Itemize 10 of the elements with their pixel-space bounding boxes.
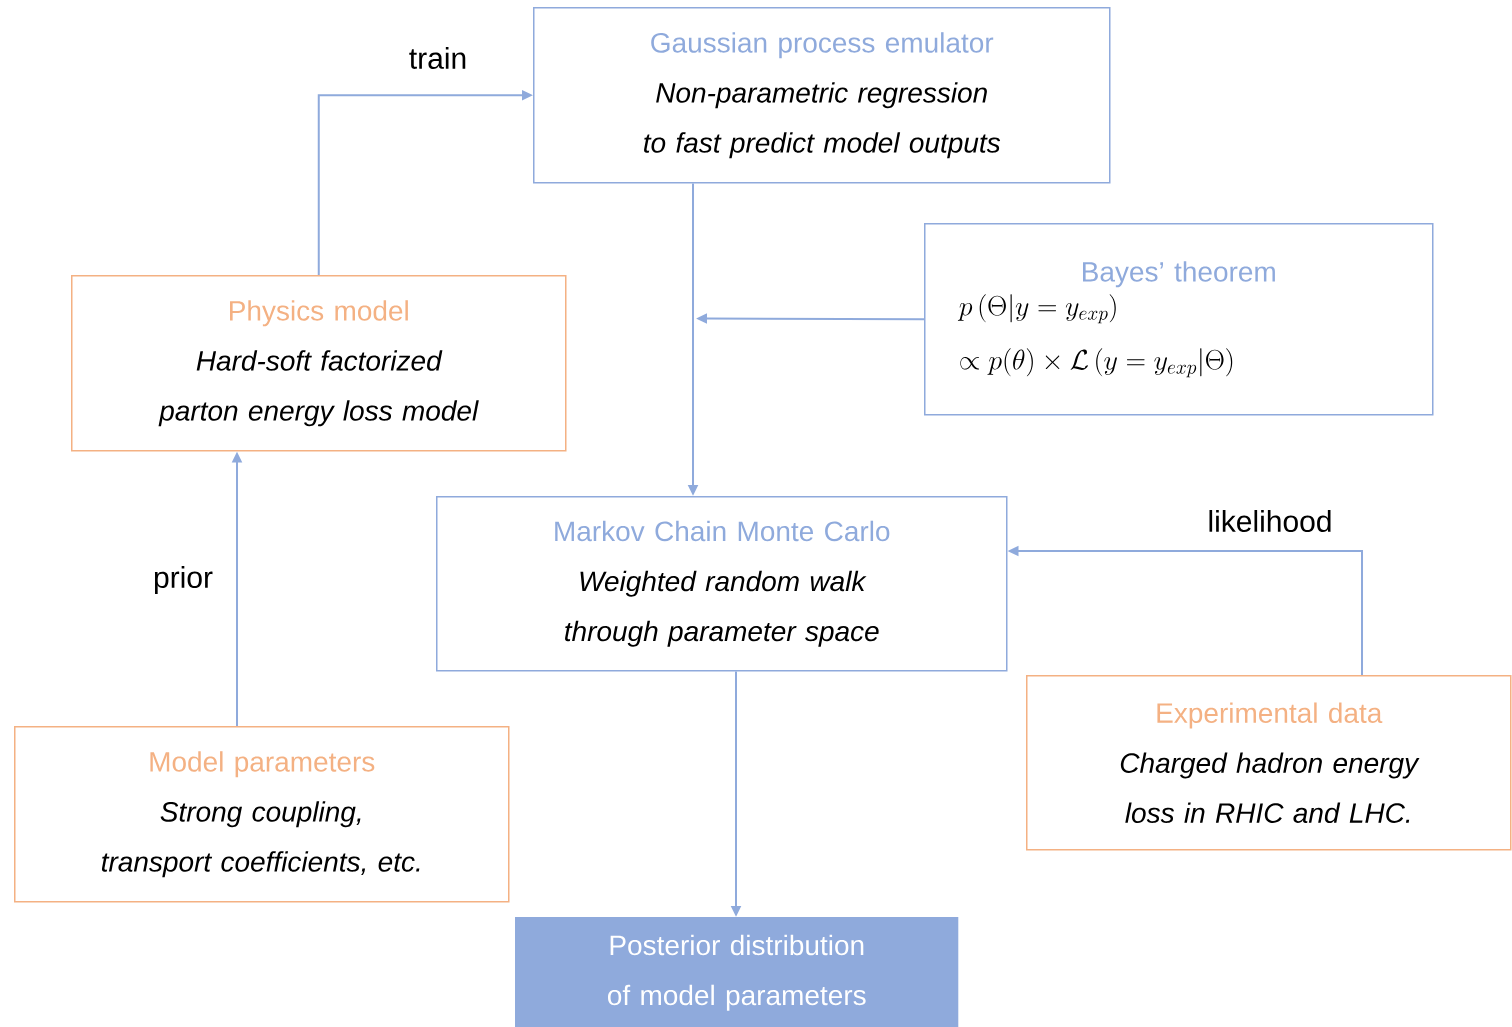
edge-label: prior — [151, 564, 215, 596]
process-box: Bayes’ theorem $p\left(\Theta|y=y_{exp}\right)$ $\propto p(\theta)\times\mathcal{L}\left(y=y_{exp}|\Theta\right)$ — [924, 223, 1434, 416]
process-box: Markov Chain Monte Carlo Weighted random walk through parameter space — [436, 496, 1008, 672]
edge-label: train — [406, 45, 470, 71]
process-box: Experimental data Charged hadron energy loss in RHIC and LHC. — [1026, 675, 1512, 851]
edge-label: likelihood — [1205, 508, 1335, 534]
process-box: Model parameters Strong coupling, transport coefficients, etc. — [14, 726, 510, 903]
result-box: Posterior distribution of model parameters — [515, 917, 959, 1027]
process-box: Gaussian process emulator Non-parametric regression to fast predict model outputs — [533, 7, 1111, 184]
process-box: Physics model Hard-soft factorized parton energy loss model — [71, 275, 567, 452]
